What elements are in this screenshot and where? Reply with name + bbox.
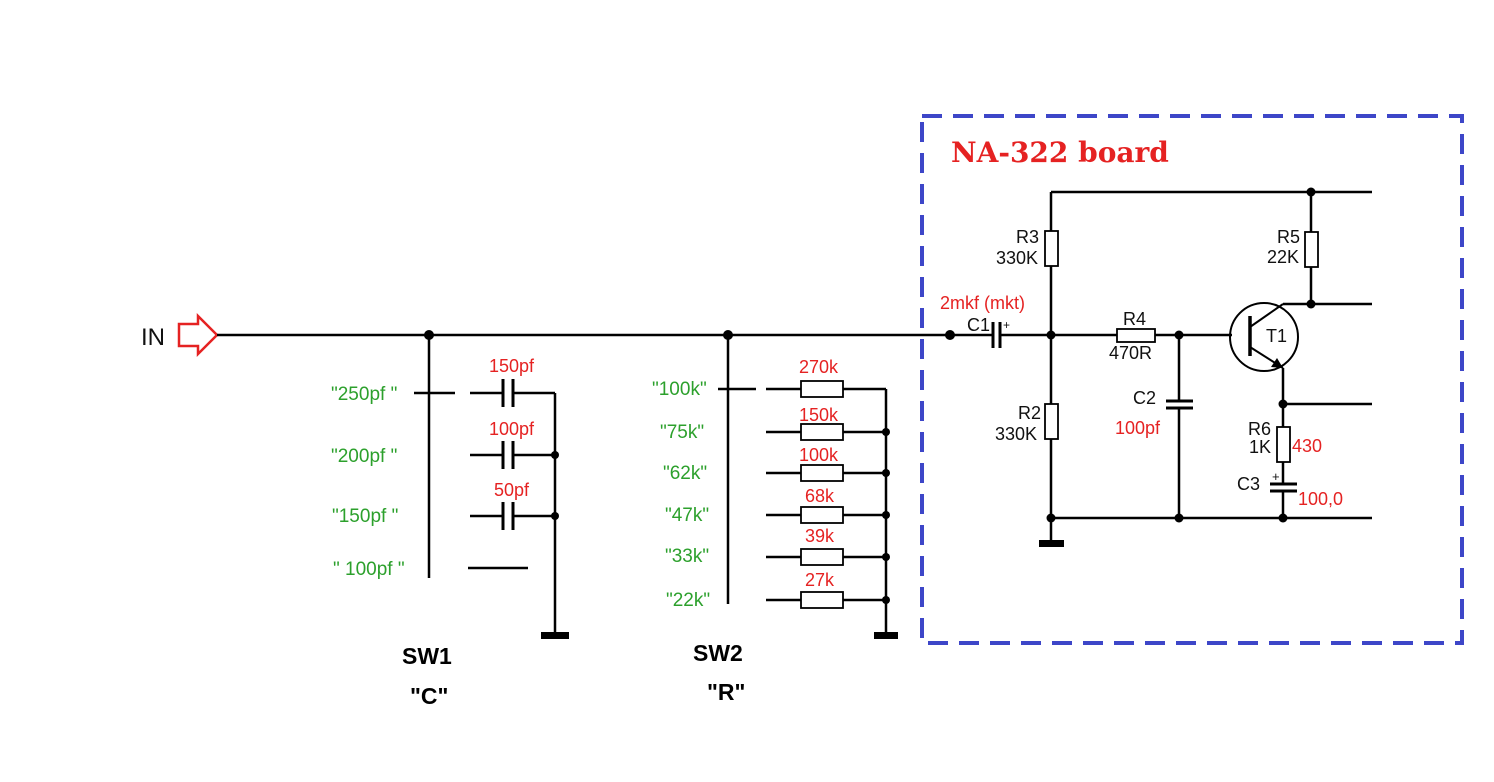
sw2-position-label: "47k" (665, 505, 709, 526)
sw2-res-label: 68k (805, 486, 835, 506)
ground-icon (1039, 540, 1064, 547)
resistor-body (800, 591, 844, 609)
r4-ref: R4 (1123, 309, 1146, 329)
sw2-subtitle: "R" (707, 679, 745, 705)
t1-ref: T1 (1266, 326, 1287, 346)
sw2-section: 270k 150k 100k 68k 39k 27k "100k" "75k" … (652, 335, 898, 705)
c1-ref: C1 (967, 315, 990, 335)
sw1-subtitle: "C" (410, 683, 448, 709)
sw1-position-label: "200pf " (331, 446, 397, 467)
r3-body (1044, 230, 1059, 267)
t1-transistor-icon (1229, 302, 1299, 372)
sw2-position-label: "100k" (652, 379, 707, 400)
r2-value: 330K (995, 424, 1037, 444)
sw1-section: 150pf 100pf 50pf "250pf " "200pf " "150p… (331, 335, 569, 709)
r4-body (1116, 328, 1156, 343)
r2-ref: R2 (1018, 403, 1041, 423)
sw2-res-label: 100k (799, 445, 839, 465)
c3-ref: C3 (1237, 474, 1260, 494)
c2-value: 100pf (1115, 418, 1161, 438)
r5-ref: R5 (1277, 227, 1300, 247)
sw1-cap-label: 150pf (489, 356, 535, 376)
r6-alt-value: 430 (1292, 436, 1322, 456)
r5-value: 22K (1267, 247, 1299, 267)
na322-board: NA-322 board + C1 2mkf (mkt) R3 330K R2 … (920, 114, 1464, 645)
board-outline (920, 114, 1464, 645)
input-label: IN (141, 324, 165, 351)
sw2-position-label: "75k" (660, 422, 704, 443)
resistor-body (800, 464, 844, 482)
sw1-cap-label: 100pf (489, 419, 535, 439)
c1-polarity: + (1003, 318, 1010, 332)
sw1-title: SW1 (402, 643, 452, 669)
input-arrow-icon (177, 312, 219, 358)
sw2-res-label: 150k (799, 405, 839, 425)
c3-value: 100,0 (1298, 489, 1343, 509)
sw1-cap-label: 50pf (494, 480, 530, 500)
c2-ref: C2 (1133, 388, 1156, 408)
r5-body (1304, 231, 1319, 268)
r6-value: 1K (1249, 437, 1271, 457)
r6-body (1276, 426, 1291, 463)
sw2-title: SW2 (693, 640, 743, 666)
ground-icon (541, 632, 569, 639)
board-title: NA-322 board (951, 136, 1169, 169)
resistor-body (800, 380, 844, 398)
resistor-body (800, 423, 844, 441)
r3-value: 330K (996, 248, 1038, 268)
sw2-res-label: 39k (805, 526, 835, 546)
ground-icon (874, 632, 898, 639)
c3-polarity: + (1272, 469, 1280, 484)
sw1-position-label: "250pf " (331, 384, 397, 405)
sw2-position-label: "62k" (663, 463, 707, 484)
sw2-position-label: "33k" (665, 546, 709, 567)
sw2-position-label: "22k" (666, 590, 710, 611)
sw2-res-label: 27k (805, 570, 835, 590)
sw2-res-label: 270k (799, 357, 839, 377)
resistor-body (800, 506, 844, 524)
c1-value: 2mkf (mkt) (940, 293, 1025, 313)
sw1-position-label: "150pf " (332, 506, 398, 527)
r3-ref: R3 (1016, 227, 1039, 247)
resistor-body (800, 548, 844, 566)
r2-body (1044, 403, 1059, 440)
r4-value: 470R (1109, 343, 1152, 363)
r6-ref: R6 (1248, 419, 1271, 439)
sw1-position-label: " 100pf " (333, 559, 405, 580)
